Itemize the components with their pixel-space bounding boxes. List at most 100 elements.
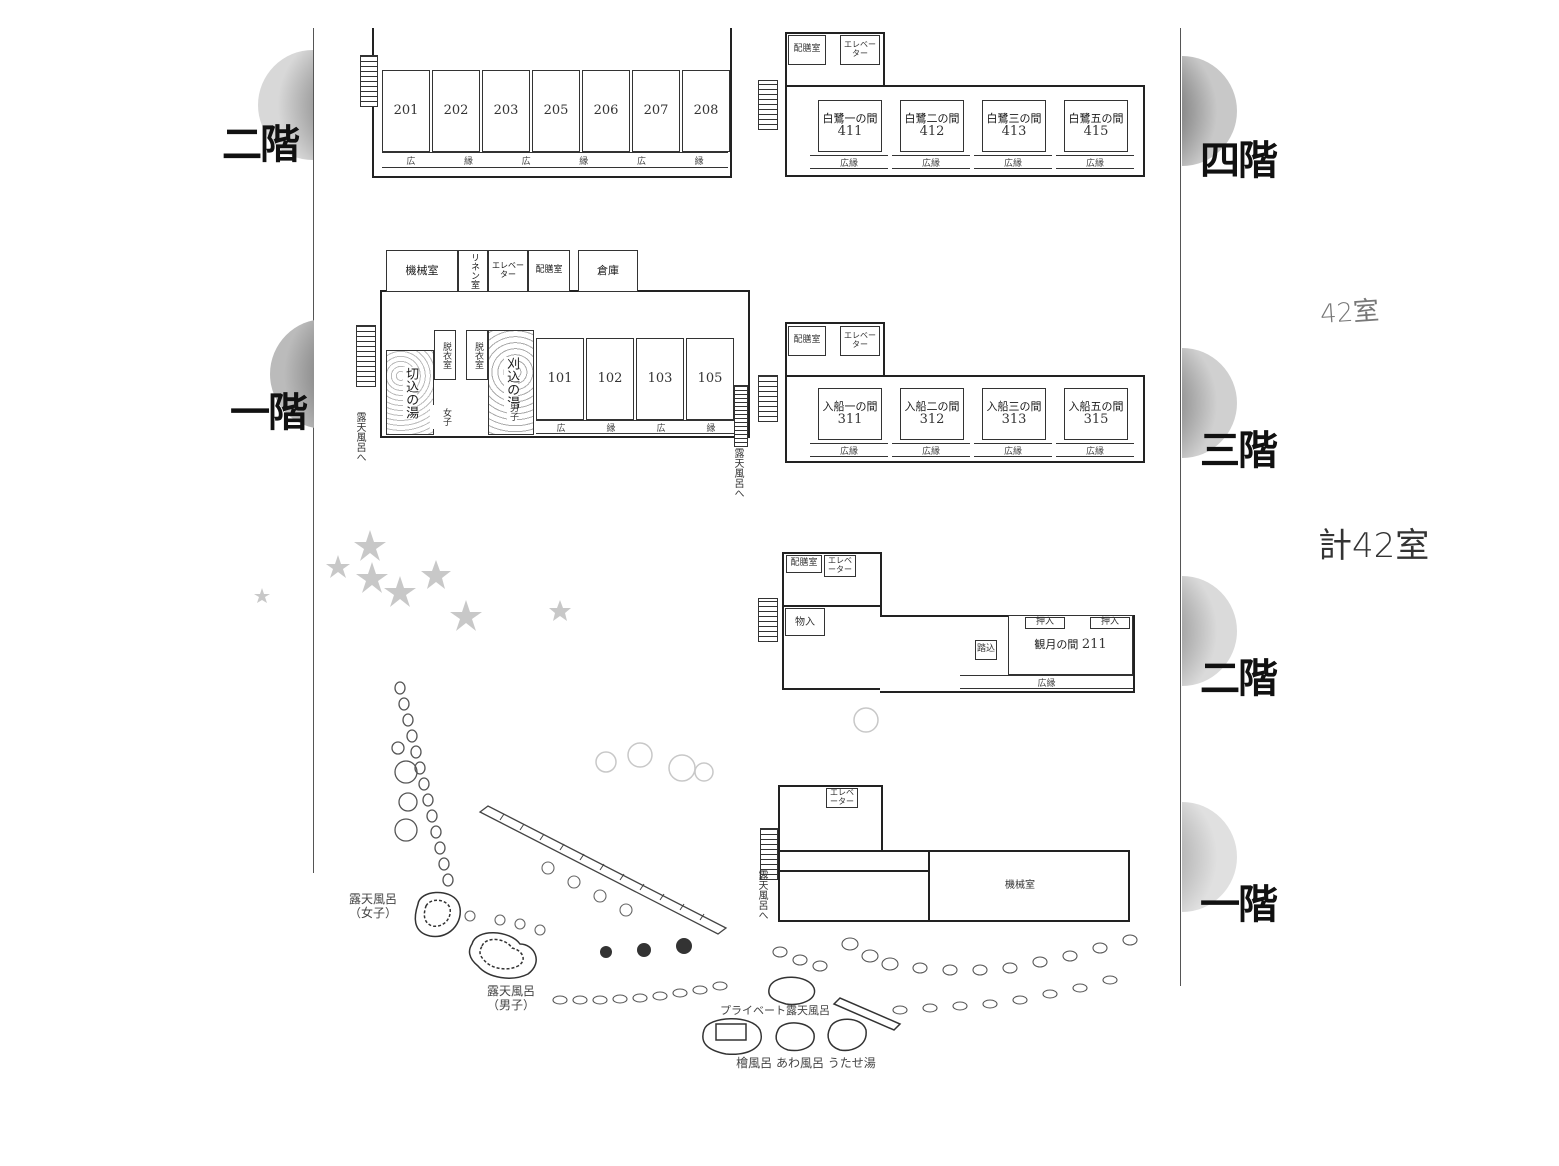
diagonal-walkway [478,805,728,935]
changing-room-2-1f: 脱衣室 [466,330,488,380]
room-number: 201 [393,102,419,118]
room-number: 102 [597,370,623,386]
closet-2f-1: 押入 [1025,617,1065,629]
service-room-4f: 配膳室 [788,35,826,65]
women-tag-1f: 女子 [430,405,460,429]
stair-left-2f [360,55,378,107]
room-number: 103 [647,370,673,386]
elevator-4f: エレベーター [840,35,880,65]
stair-center-1f [734,385,748,447]
to-outdoor-bath-center: 露天風呂へ [732,448,743,498]
floor-tab-right-1f [1182,792,1238,922]
room-number: 411 [837,123,863,139]
corridor-left-2f: 広縁広縁広縁 [382,152,728,168]
room-101[interactable]: 101 [536,338,584,420]
room-number: 412 [919,123,945,139]
room-number: 105 [697,370,723,386]
corridor-315: 広縁 [1056,443,1134,457]
room-name: 入船一の間 [822,399,878,413]
elevator-1f: エレベーター [826,788,858,808]
room-105[interactable]: 105 [686,338,734,420]
room-202[interactable]: 202 [432,70,480,152]
room-number: 206 [593,102,619,118]
pebble-path-left [391,681,454,887]
room-name: 入船三の間 [986,399,1042,413]
private-bath-pools [702,976,902,1055]
decorative-bursts [595,707,879,782]
room-name: 白鷺五の間 [1068,111,1124,125]
private-outdoor-bath-caption: プライベート露天風呂 [720,1004,830,1017]
room-102[interactable]: 102 [586,338,634,420]
closet-2f-2: 押入 [1090,617,1130,629]
floor-tab-right-3f [1182,340,1238,468]
floor-tab-left-1f [270,313,314,435]
service-room-left-1f: 配膳室 [528,250,570,292]
corridor-311: 広縁 [810,443,888,457]
stair-2f [758,598,778,642]
room-208[interactable]: 208 [682,70,730,152]
room-number: 203 [493,102,519,118]
room-number: 313 [1001,411,1027,427]
handwritten-note-total: 計42室 [1318,526,1430,566]
machine-room-right-1f: 機械室 [980,870,1060,900]
room-201[interactable]: 201 [382,70,430,152]
machine-room-1f: 機械室 [386,250,458,292]
women-bath-1f: 切込の湯 [386,350,434,435]
to-outdoor-bath-right: 露天風呂へ [756,870,767,920]
elevator-left-1f: エレベーター [488,250,528,292]
corridor-413: 広縁 [974,155,1052,169]
floor-label-right-3f: 三階 [1200,428,1278,474]
garden-dark-dots [600,938,692,958]
changing-room-1-1f: 脱衣室 [434,330,456,380]
room-205[interactable]: 205 [532,70,580,152]
storage-2f: 物入 [785,608,825,636]
service-room-2f: 配膳室 [786,555,822,573]
men-outdoor-bath-pool [468,932,537,979]
stair-left-1f [356,325,376,387]
room-number: 202 [443,102,469,118]
garden-small-stones [464,861,633,936]
corridor-412: 広縁 [892,155,970,169]
floor-tab-right-2f [1182,566,1238,696]
men-outdoor-bath-caption: 露天風呂（男子） [486,984,535,1013]
warehouse-1f: 倉庫 [578,250,638,292]
right-divider-line [1180,28,1181,986]
elevator-2f: エレベーター [824,555,856,577]
service-room-3f: 配膳室 [788,326,826,356]
corridor-2f: 広縁 [960,675,1133,689]
floor-label-left-2f: 二階 [222,122,300,168]
room-203[interactable]: 203 [482,70,530,152]
room-number: 311 [837,411,863,427]
floor-tab-left-2f [258,42,313,172]
room-206[interactable]: 206 [582,70,630,152]
room-207[interactable]: 207 [632,70,680,152]
to-outdoor-bath-left: 露天風呂へ [354,412,365,462]
women-outdoor-bath-pool [414,891,461,938]
room-number: 101 [547,370,573,386]
corridor-415: 広縁 [1056,155,1134,169]
elevator-3f: エレベーター [840,326,880,356]
floor-tab-right-4f [1182,48,1238,176]
floor-label-left-1f: 一階 [230,390,308,436]
women-outdoor-bath-caption: 露天風呂（女子） [348,892,397,921]
left-divider-line [313,28,314,873]
room-103[interactable]: 103 [636,338,684,420]
room-name: 入船五の間 [1068,399,1124,413]
room-number: 413 [1001,123,1027,139]
linen-room-1f: リネン室 [458,250,488,292]
floor-label-right-4f: 四階 [1200,138,1278,184]
room-number: 207 [643,102,669,118]
corridor-411: 広縁 [810,155,888,169]
room-number: 415 [1083,123,1109,139]
room-name: 入船二の間 [904,399,960,413]
room-number: 205 [543,102,569,118]
